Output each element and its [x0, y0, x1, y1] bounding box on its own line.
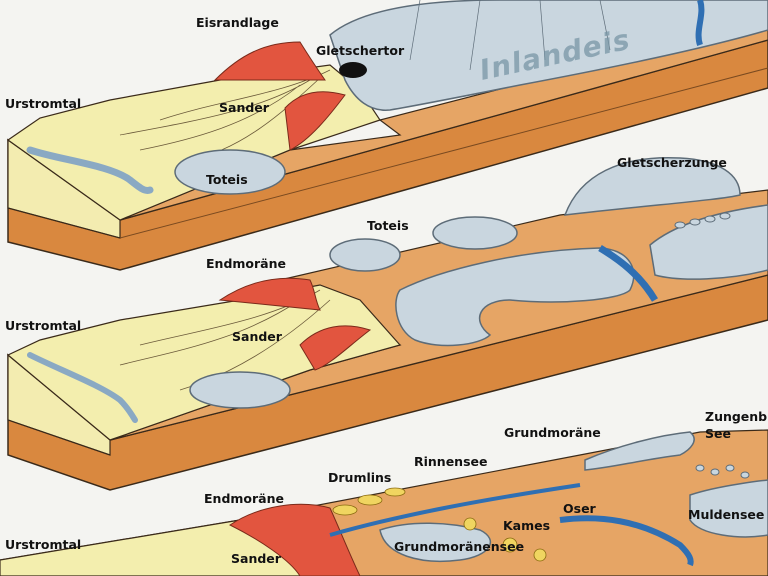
top-urstromtal-river — [26, 146, 154, 194]
labels: Eisrandlage Gletschertor Urstromtal Sand… — [5, 15, 767, 566]
middle-toteis-1 — [329, 238, 401, 272]
label-oser: Oser — [563, 501, 597, 516]
panel-top: Inlandeis — [6, 0, 768, 271]
label-zungenbecken: Zungenb — [705, 409, 767, 424]
middle-toteis-sander — [189, 371, 291, 409]
bottom-oser — [559, 515, 694, 567]
bottom-kames — [463, 517, 547, 562]
panel-bottom — [0, 429, 768, 576]
label-urstromtal-middle: Urstromtal — [5, 318, 81, 333]
middle-gletscherzunge — [563, 156, 741, 216]
label-urstromtal-top: Urstromtal — [5, 96, 81, 111]
bottom-grundmoraene-lake — [584, 431, 695, 471]
label-muldensee: Muldensee — [688, 507, 764, 522]
label-rinnensee: Rinnensee — [414, 454, 487, 469]
bottom-endmoraene — [229, 503, 361, 576]
label-grundmoraenensee: Grundmoränensee — [394, 539, 524, 554]
label-toteis-middle: Toteis — [367, 218, 409, 233]
middle-endmoraene — [218, 277, 321, 311]
label-eisrandlage: Eisrandlage — [196, 15, 279, 30]
middle-meltwater — [598, 244, 659, 302]
middle-urstromtal-river — [27, 352, 138, 423]
label-drumlins: Drumlins — [328, 470, 391, 485]
middle-gletscher — [395, 247, 635, 347]
top-meltwater — [695, 0, 705, 46]
label-gletscherzunge: Gletscherzunge — [617, 155, 727, 170]
label-sander-middle: Sander — [232, 329, 283, 344]
label-sander-top: Sander — [219, 100, 270, 115]
label-urstromtal-bottom: Urstromtal — [5, 537, 81, 552]
label-kames: Kames — [503, 518, 550, 533]
bottom-grundmoraenensee — [379, 522, 492, 562]
label-grundmoraene: Grundmoräne — [504, 425, 601, 440]
bottom-rinnensee — [329, 483, 581, 537]
label-see: See — [705, 426, 731, 441]
label-endmoraene-middle: Endmoräne — [206, 256, 286, 271]
label-sander-bottom: Sander — [231, 551, 282, 566]
label-gletschertor: Gletschertor — [316, 43, 405, 58]
label-toteis-top: Toteis — [206, 172, 248, 187]
bottom-drumlins — [332, 487, 406, 516]
panel-middle — [6, 156, 768, 491]
gletschertor-icon — [339, 62, 367, 78]
label-endmoraene-bottom: Endmoräne — [204, 491, 284, 506]
middle-toteis-2 — [432, 216, 518, 250]
top-toteis — [174, 149, 286, 195]
top-inlandeis — [329, 0, 768, 111]
top-eisrandlage-moraine — [213, 41, 326, 81]
